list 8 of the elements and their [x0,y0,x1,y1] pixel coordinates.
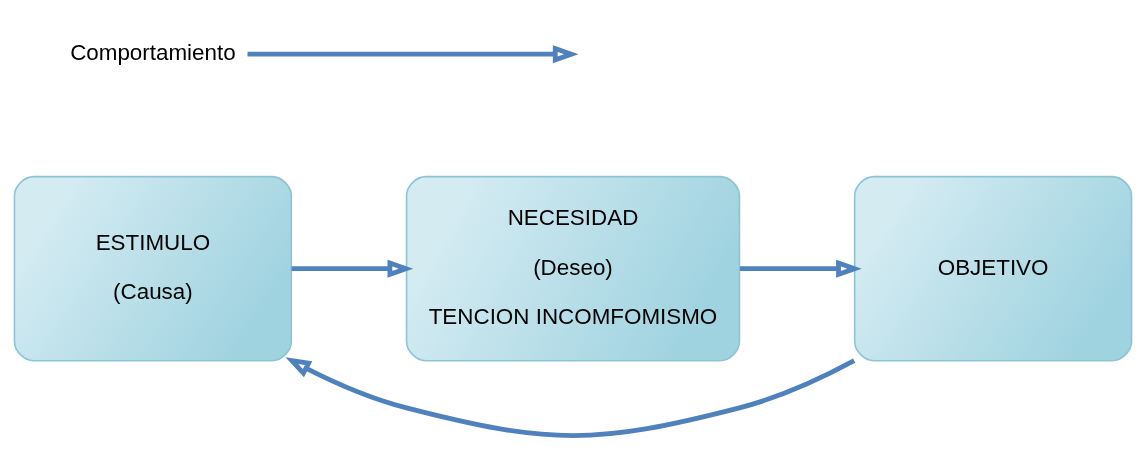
arrow [291,259,414,278]
arrow [247,45,579,64]
arrow [285,357,856,438]
arrow [739,259,862,278]
node-text: Comportamiento [70,40,236,66]
node-box: NECESIDAD (Deseo) TENCION INCOMFOMISMO [405,175,741,362]
node-box: ESTIMULO (Causa) [13,175,293,362]
node-box: OBJETIVO [853,175,1133,362]
